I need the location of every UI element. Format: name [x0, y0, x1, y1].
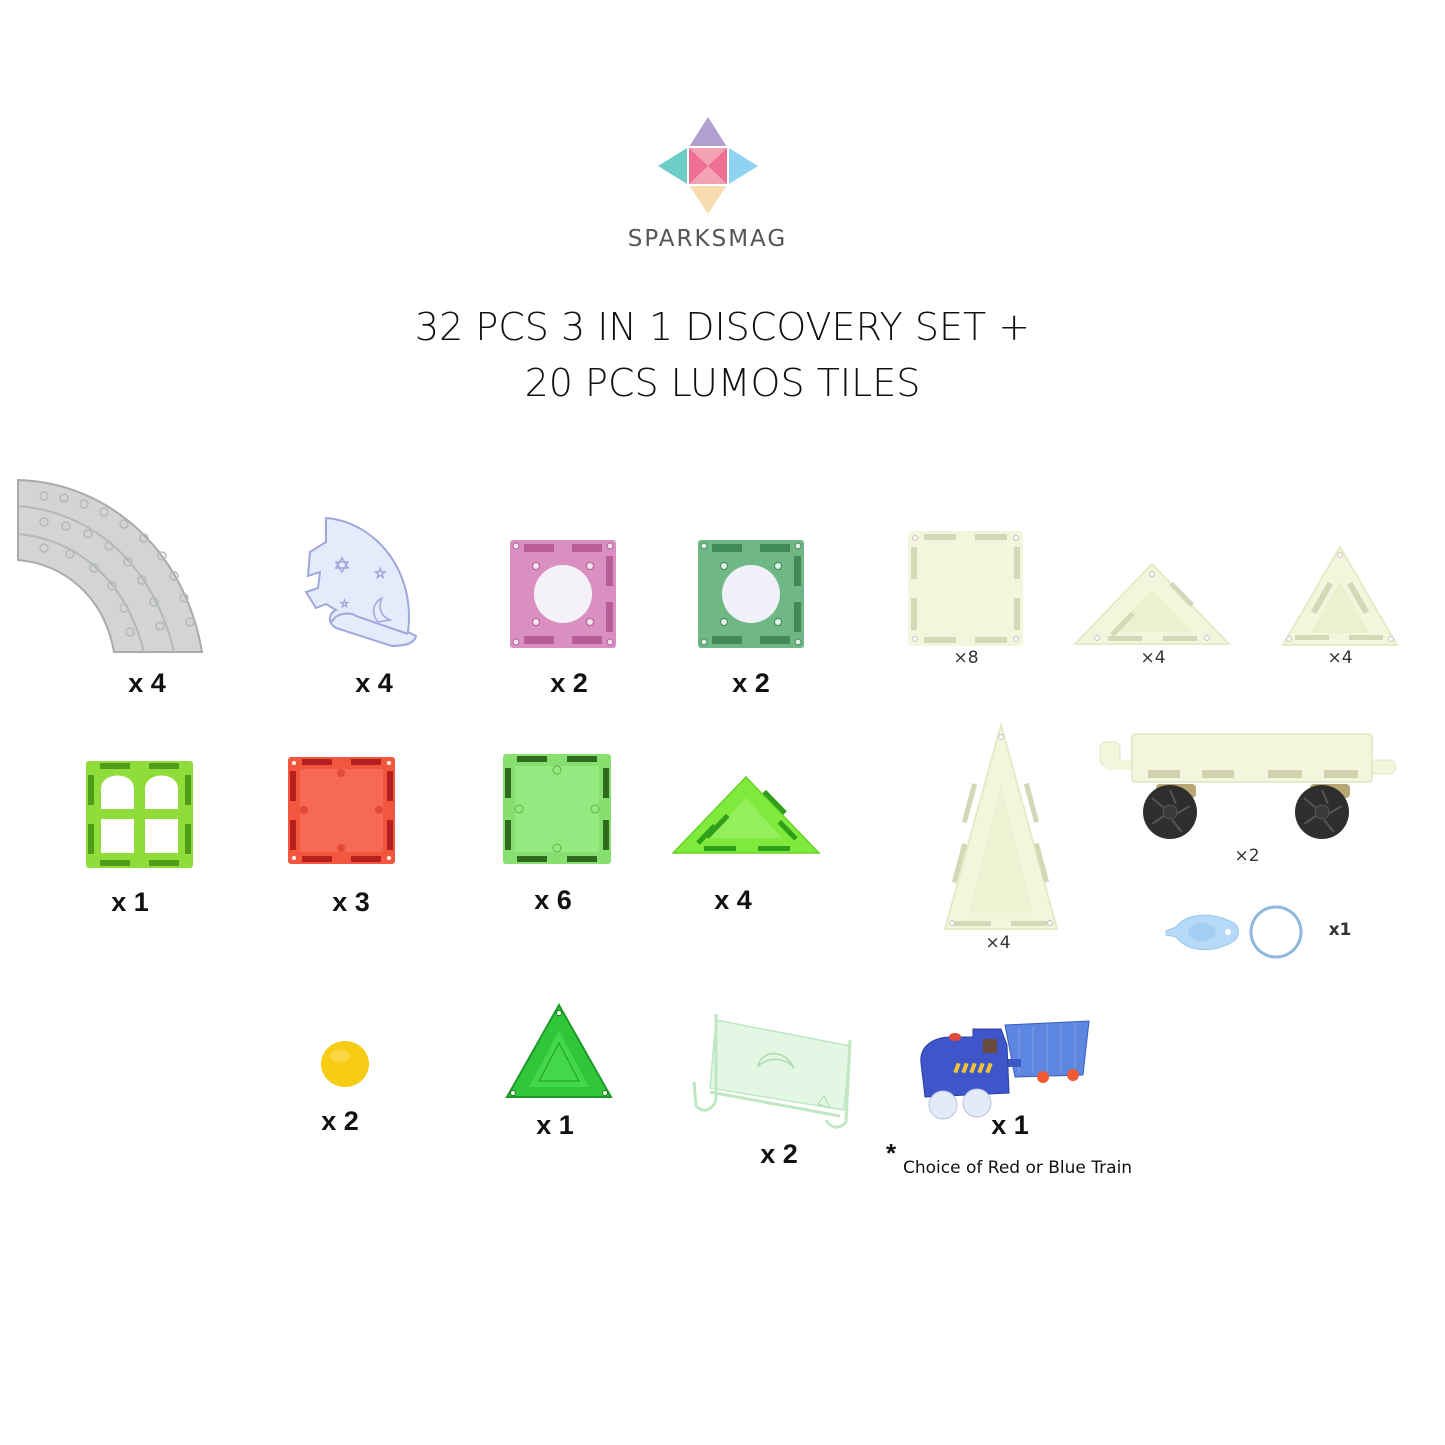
green-square-tile [503, 754, 611, 864]
svg-text:☆: ☆ [340, 599, 349, 610]
pink-circle-tile [510, 540, 616, 648]
page-title-line-2: 20 PCS LUMOS TILES [524, 361, 921, 405]
page-title-line-1: 32 PCS 3 IN 1 DISCOVERY SET + [414, 305, 1031, 349]
logo-diamond-icon [658, 117, 758, 214]
lumos-isosceles-triangle [943, 721, 1059, 931]
blue-train [915, 1015, 1095, 1123]
green-equilateral-triangle [505, 1002, 613, 1099]
curved-track-piece [14, 476, 204, 656]
green-right-triangle-quantity: x 4 [714, 885, 752, 915]
moon-ramp-quantity: x 4 [355, 668, 393, 698]
red-square-tile [288, 757, 395, 864]
flashlight-keychain [1162, 905, 1308, 961]
lumos-right-triangle [1072, 562, 1232, 646]
curved-track-quantity: x 4 [128, 668, 166, 698]
clear-green-ramp [690, 1010, 858, 1134]
yellow-ball [320, 1040, 370, 1088]
lumos-right-triangle-quantity: ×4 [1140, 648, 1166, 668]
svg-text:☆: ☆ [374, 566, 387, 582]
green-square-tile-quantity: x 6 [534, 885, 572, 915]
moon-ramp-piece: ☆ ☆ [296, 512, 426, 648]
green-circle-tile [698, 540, 804, 648]
lumos-wheel-base-quantity: ×2 [1234, 846, 1260, 866]
lumos-equilateral-triangle-quantity: ×4 [1327, 648, 1353, 668]
green-circle-tile-quantity: x 2 [732, 668, 770, 698]
brand-logo [658, 117, 758, 215]
green-ramp-quantity: x 2 [760, 1139, 798, 1169]
flashlight-keychain-quantity: x1 [1328, 920, 1352, 940]
lumos-equilateral-triangle [1281, 545, 1399, 647]
green-triangle-quantity: x 1 [536, 1110, 574, 1140]
train-choice-note: Choice of Red or Blue Train [903, 1158, 1133, 1178]
lumos-wheel-base [1096, 732, 1398, 840]
footnote-asterisk: * [886, 1138, 897, 1168]
green-right-triangle [671, 775, 821, 855]
yellow-ball-quantity: x 2 [321, 1106, 359, 1136]
lumos-square-tile [908, 531, 1023, 646]
red-square-tile-quantity: x 3 [332, 887, 370, 917]
green-window-tile [86, 761, 193, 868]
lumos-isosceles-triangle-quantity: ×4 [985, 933, 1011, 953]
train-quantity: x 1 [991, 1110, 1029, 1140]
pink-circle-tile-quantity: x 2 [550, 668, 588, 698]
window-tile-quantity: x 1 [111, 887, 149, 917]
brand-name: SPARKSMAG [627, 226, 788, 252]
lumos-square-quantity: ×8 [953, 648, 979, 668]
